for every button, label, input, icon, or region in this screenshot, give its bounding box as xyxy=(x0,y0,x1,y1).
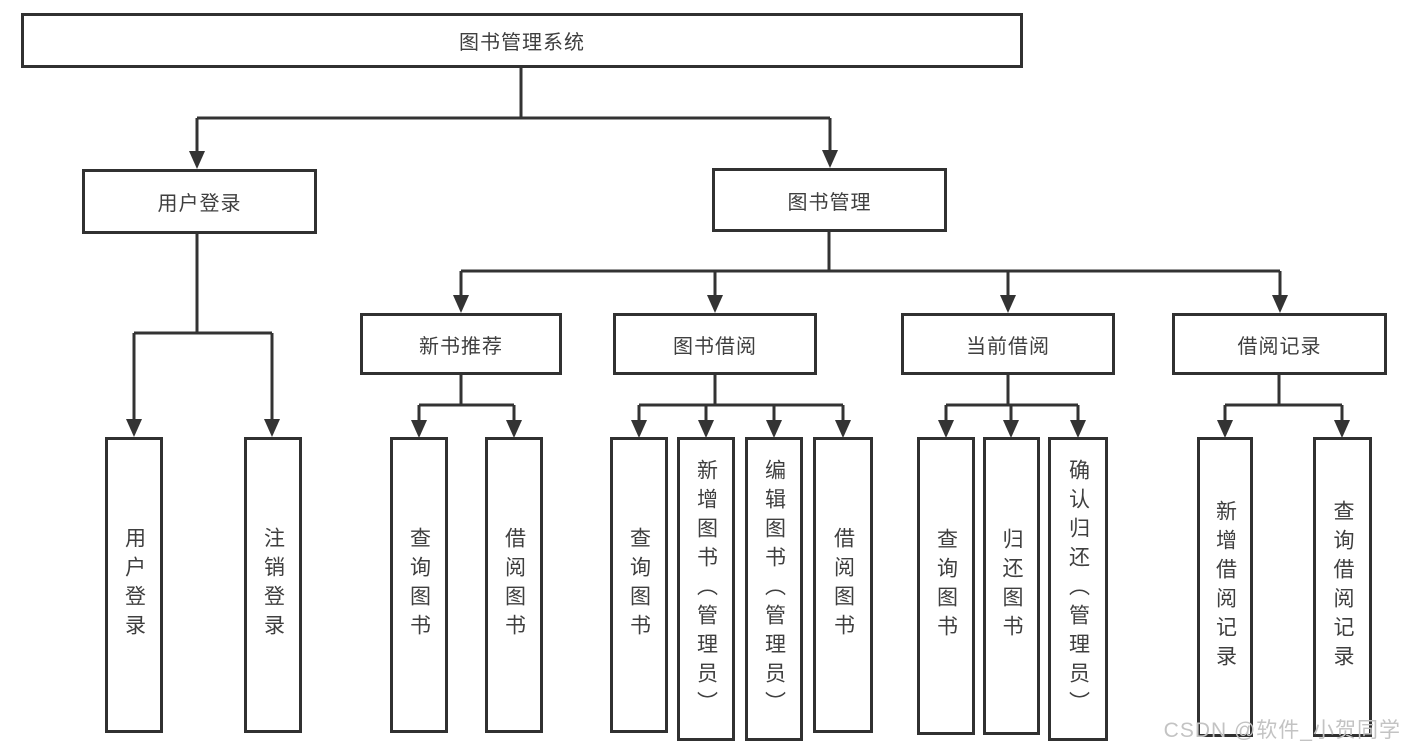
connector-user-login-children xyxy=(126,234,280,437)
node-label: 图书借阅 xyxy=(673,335,757,358)
connector-root-to-level2 xyxy=(189,68,838,169)
node-label: 查询图书 xyxy=(627,527,651,643)
node-leaf-logout: 注销登录 xyxy=(244,437,302,733)
node-leaf-query-borrow-record: 查询借阅记录 xyxy=(1313,437,1372,737)
node-leaf-add-books-admin: 新增图书（管理员） xyxy=(677,437,735,741)
node-label: 图书管理系统 xyxy=(459,32,585,54)
node-label: 查询图书 xyxy=(934,528,958,644)
node-user-login: 用户登录 xyxy=(82,169,317,234)
connector-book-borrow-children xyxy=(631,375,851,438)
node-leaf-borrow-books: 借阅图书 xyxy=(813,437,873,733)
node-label: 注销登录 xyxy=(261,527,285,643)
node-leaf-query-books-recommend: 查询图书 xyxy=(390,437,448,733)
node-label: 新增图书（管理员） xyxy=(694,458,718,720)
node-label: 归还图书 xyxy=(1000,528,1023,644)
node-leaf-add-borrow-record: 新增借阅记录 xyxy=(1197,437,1253,737)
node-label: 当前借阅 xyxy=(966,335,1050,358)
node-leaf-query-books-borrow: 查询图书 xyxy=(610,437,668,733)
node-leaf-query-books-current: 查询图书 xyxy=(917,437,975,735)
node-label: 借阅记录 xyxy=(1237,335,1322,358)
node-book-borrow: 图书借阅 xyxy=(613,313,817,375)
node-leaf-edit-books-admin: 编辑图书（管理员） xyxy=(745,437,803,741)
node-label: 借阅图书 xyxy=(502,527,526,643)
csdn-watermark: CSDN @软件_小贺同学 xyxy=(1163,719,1401,742)
node-leaf-user-login: 用户登录 xyxy=(105,437,163,733)
node-label: 编辑图书（管理员） xyxy=(762,458,786,720)
node-label: 查询图书 xyxy=(407,527,431,643)
connector-book-mgmt-children xyxy=(453,232,1288,313)
node-book-management: 图书管理 xyxy=(712,168,947,232)
node-current-borrow: 当前借阅 xyxy=(901,313,1115,375)
node-label: 借阅图书 xyxy=(831,527,855,643)
node-borrow-record: 借阅记录 xyxy=(1172,313,1387,375)
node-label: 图书管理 xyxy=(787,191,872,214)
node-leaf-confirm-return-admin: 确认归还（管理员） xyxy=(1048,437,1108,741)
node-leaf-borrow-books-recommend: 借阅图书 xyxy=(485,437,543,733)
node-label: 确认归还（管理员） xyxy=(1066,458,1090,720)
connector-current-borrow-children xyxy=(938,375,1086,438)
node-label: 用户登录 xyxy=(157,193,242,215)
node-label: 新书推荐 xyxy=(419,335,503,358)
node-library-system: 图书管理系统 xyxy=(21,13,1023,68)
node-label: 新增借阅记录 xyxy=(1213,500,1237,674)
node-new-book-recommend: 新书推荐 xyxy=(360,313,562,375)
connector-new-book-rec-children xyxy=(411,375,522,438)
node-label: 查询借阅记录 xyxy=(1331,500,1354,674)
connector-borrow-record-children xyxy=(1217,375,1350,438)
node-label: 用户登录 xyxy=(122,527,146,643)
node-leaf-return-books: 归还图书 xyxy=(983,437,1040,735)
